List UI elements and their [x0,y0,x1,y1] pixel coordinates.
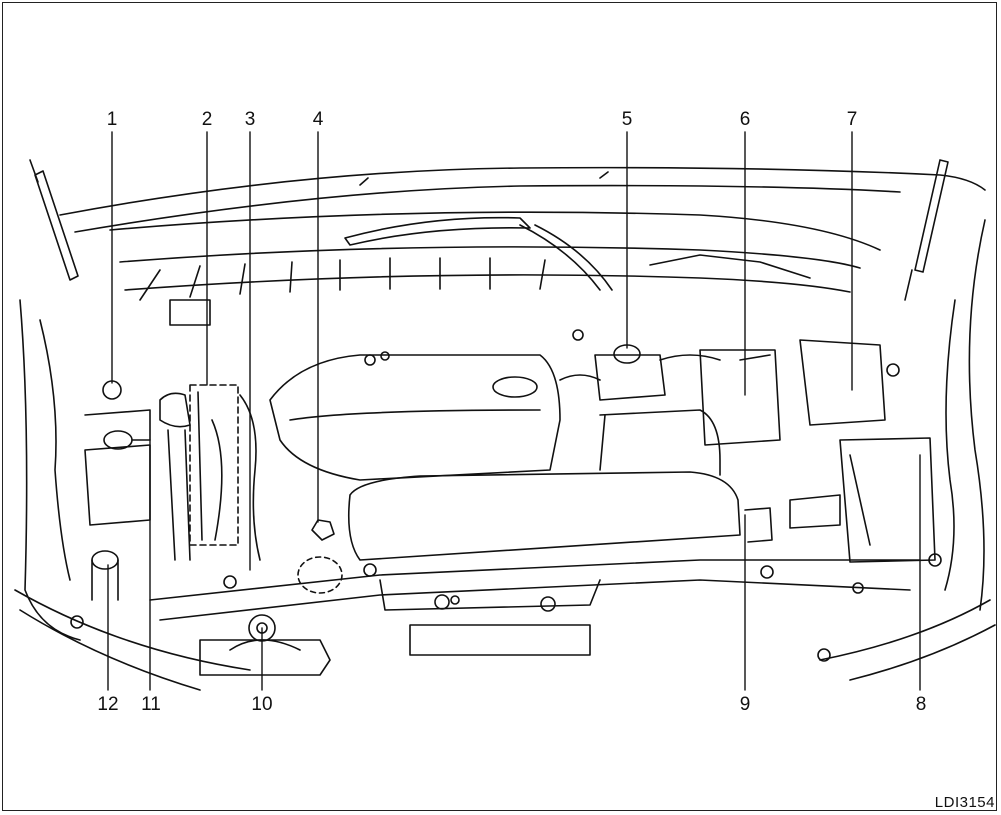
callout-1: 1 [106,109,118,130]
callout-4: 4 [312,109,324,130]
callout-11: 11 [141,694,161,715]
item-12-washer-cap [91,550,119,601]
left-fender [14,299,251,691]
hood-outline [59,166,986,233]
hood-strut-right [904,159,949,301]
hood-strut-left [29,159,79,281]
callout-3: 3 [244,109,256,130]
callout-7: 7 [846,109,858,130]
figure-id-label: LDI3154 [934,794,995,811]
callout-2: 2 [201,109,213,130]
callout-9: 9 [739,694,751,715]
item-9-area [744,507,773,543]
item-5-reservoir [559,344,721,401]
radiator-support [149,559,921,676]
item-8-battery [789,437,936,563]
callout-5: 5 [621,109,633,130]
item-7-battery-cover [799,339,900,426]
item-2-dashed-area [159,384,239,546]
callout-6: 6 [739,109,751,130]
callout-8: 8 [915,694,927,715]
cowl-panel [109,211,881,326]
item-4-oil-filler [297,519,343,594]
item-3-hoses [167,394,261,561]
air-intake-duct [347,409,741,561]
engine-cover [269,354,561,481]
item-6-box [699,349,781,446]
item-11-reservoir-cap [84,430,151,526]
callout-10: 10 [251,694,273,715]
right-fender [819,219,996,681]
callout-12: 12 [97,694,119,715]
leader-lines [107,131,921,691]
